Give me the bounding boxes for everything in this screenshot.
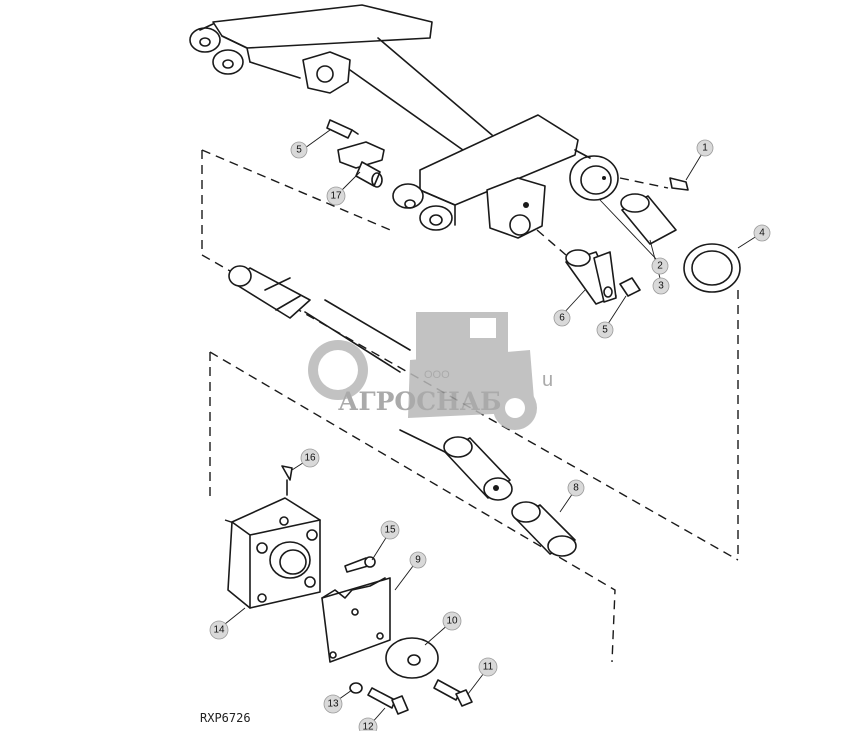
- callout-15: 15: [380, 520, 400, 540]
- svg-text:6: 6: [559, 313, 565, 324]
- watermark-logo: ООО АГРОСНАБ u: [308, 312, 553, 430]
- bushing-8: [511, 501, 577, 557]
- watermark-prefix: ООО: [424, 369, 450, 381]
- seal-ring-4: [683, 243, 741, 293]
- svg-text:5: 5: [602, 325, 608, 336]
- watermark-brand: АГРОСНАБ: [338, 387, 501, 416]
- rocker-frame: [189, 4, 619, 239]
- callout-9: 9: [409, 551, 427, 569]
- pin-17: [337, 141, 385, 188]
- callout-1: 1: [696, 139, 714, 157]
- svg-text:15: 15: [384, 525, 396, 536]
- callout-14: 14: [209, 620, 229, 640]
- bushing-2: [620, 193, 677, 245]
- callout-13: 13: [323, 694, 343, 714]
- callout-11: 11: [478, 657, 498, 677]
- svg-text:17: 17: [330, 191, 342, 202]
- svg-text:8: 8: [573, 483, 579, 494]
- callout-5-upper: 5: [290, 141, 308, 159]
- callout-17: 17: [326, 186, 346, 206]
- svg-text:10: 10: [446, 616, 458, 627]
- callout-5-lower: 5: [596, 321, 614, 339]
- callout-8: 8: [567, 479, 585, 497]
- pin-6: [565, 249, 617, 305]
- callout-10: 10: [442, 611, 462, 631]
- svg-text:2: 2: [657, 261, 663, 272]
- svg-text:12: 12: [362, 722, 374, 731]
- exploded-guide-lines: [201, 149, 739, 663]
- plate-9: [321, 577, 391, 663]
- bearing-housing-14: [227, 497, 321, 609]
- svg-text:13: 13: [327, 699, 339, 710]
- svg-text:5: 5: [296, 145, 302, 156]
- callout-2: 2: [651, 257, 669, 275]
- reference-code: RXP6726: [200, 711, 251, 725]
- callout-6: 6: [553, 309, 571, 327]
- svg-text:14: 14: [213, 625, 225, 636]
- screw-15: [344, 556, 376, 573]
- washer-10: [385, 637, 439, 679]
- svg-text:16: 16: [304, 453, 316, 464]
- bolt-11: [433, 679, 473, 707]
- svg-text:1: 1: [702, 143, 708, 154]
- watermark-suffix: u: [542, 369, 553, 391]
- bolt-12: [367, 687, 409, 715]
- grease-fitting-16: [281, 465, 293, 496]
- svg-text:4: 4: [759, 228, 765, 239]
- callout-12: 12: [358, 717, 378, 731]
- svg-text:11: 11: [483, 662, 494, 673]
- grease-fitting-1: [669, 177, 689, 191]
- svg-text:9: 9: [415, 555, 421, 566]
- callout-16: 16: [300, 448, 320, 468]
- screw-5-lower: [619, 277, 641, 297]
- callout-3: 3: [652, 277, 670, 295]
- grease-fitting-upper: [326, 119, 359, 139]
- washer-13: [349, 682, 363, 694]
- pivot-shaft: [228, 265, 513, 501]
- callout-4: 4: [753, 224, 771, 242]
- svg-text:3: 3: [658, 281, 664, 292]
